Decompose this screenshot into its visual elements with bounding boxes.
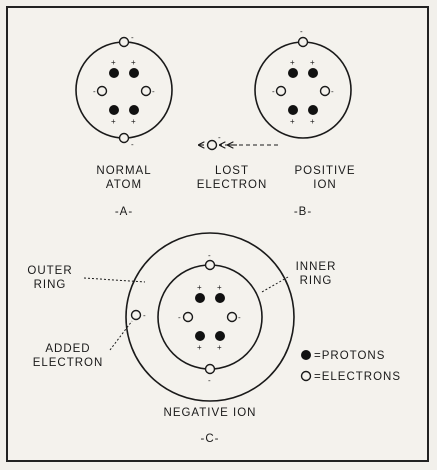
proton-sign: + — [310, 117, 315, 126]
electron — [120, 38, 129, 47]
electron — [228, 313, 237, 322]
inner-ring — [158, 265, 262, 369]
electron-sign: - — [331, 87, 334, 96]
outer-ring-label: OUTER — [27, 265, 72, 277]
electron-sign: - — [208, 376, 211, 385]
electron-sign: - — [208, 251, 211, 260]
proton-sign: + — [197, 343, 202, 352]
legend-electrons-label: =ELECTRONS — [314, 371, 401, 383]
electron-sign: - — [272, 87, 275, 96]
proton — [129, 68, 139, 78]
proton — [215, 293, 225, 303]
added-electron-label: ELECTRON — [33, 357, 104, 369]
lost-electron-label: ELECTRON — [197, 179, 268, 191]
electron-sign: - — [93, 87, 96, 96]
electron-sign: - — [143, 311, 146, 320]
lost-electron — [208, 141, 217, 150]
electron — [277, 87, 286, 96]
proton-sign: + — [111, 117, 116, 126]
electron-sign: - — [131, 33, 134, 42]
atom-ring — [76, 42, 172, 138]
positive-ion: - - - + + + + - LOST ELECTRON POSITIVE I… — [197, 27, 356, 218]
electron — [184, 313, 193, 322]
legend-proton-symbol — [301, 350, 311, 360]
positive-ion-title: ION — [313, 179, 336, 191]
positive-ion-title: POSITIVE — [294, 165, 355, 177]
electron-sign: - — [178, 313, 181, 322]
normal-atom-title: ATOM — [106, 179, 142, 191]
atom-ring — [255, 42, 351, 138]
electron-sign: - — [238, 313, 241, 322]
proton — [308, 68, 318, 78]
proton — [195, 293, 205, 303]
proton-sign: + — [131, 58, 136, 67]
negative-ion-title: NEGATIVE ION — [164, 407, 257, 419]
outer-ring-label: RING — [34, 279, 67, 291]
proton — [129, 105, 139, 115]
proton — [215, 331, 225, 341]
electron — [206, 365, 215, 374]
proton-sign: + — [217, 343, 222, 352]
electron-sign: - — [300, 27, 303, 36]
electron-sign: - — [131, 140, 134, 149]
electron-sign: - — [152, 87, 155, 96]
proton — [195, 331, 205, 341]
inner-ring-label: RING — [300, 275, 333, 287]
normal-atom: - - - - + + + + NORMAL ATOM -A- — [76, 33, 172, 218]
proton — [288, 68, 298, 78]
legend-electron-symbol — [302, 372, 311, 381]
proton-sign: + — [111, 58, 116, 67]
proton-sign: + — [131, 117, 136, 126]
negative-ion: - - - - - + + + + OUTER RING INNER RING … — [27, 233, 336, 445]
proton — [109, 105, 119, 115]
added-electron-label: ADDED — [45, 343, 90, 355]
proton-sign: + — [310, 58, 315, 67]
lost-electron-label: LOST — [215, 165, 249, 177]
electron — [299, 38, 308, 47]
electron — [120, 134, 129, 143]
proton-sign: + — [290, 117, 295, 126]
inner-ring-label: INNER — [296, 261, 337, 273]
electron — [98, 87, 107, 96]
proton-sign: + — [197, 283, 202, 292]
proton — [109, 68, 119, 78]
proton — [308, 105, 318, 115]
proton-sign: + — [290, 58, 295, 67]
legend: =PROTONS =ELECTRONS — [301, 350, 401, 383]
electron — [206, 261, 215, 270]
proton — [288, 105, 298, 115]
panel-letter-a: -A- — [115, 206, 133, 218]
inner-ring-leader — [262, 277, 288, 292]
electron — [321, 87, 330, 96]
electron — [142, 87, 151, 96]
electron-sign: - — [218, 133, 221, 142]
proton-sign: + — [217, 283, 222, 292]
added-electron — [132, 311, 141, 320]
legend-protons-label: =PROTONS — [314, 350, 385, 362]
panel-letter-b: -B- — [294, 206, 312, 218]
normal-atom-title: NORMAL — [96, 165, 151, 177]
panel-letter-c: -C- — [201, 433, 220, 445]
